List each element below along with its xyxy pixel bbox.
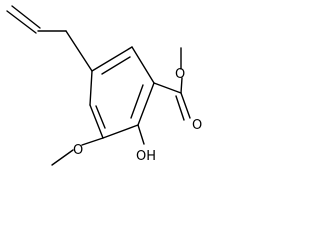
chemical-structure-diagram: O O OH O [6,5,202,166]
ester-oxygen-label: O [175,67,185,82]
carbonyl-oxygen-label: O [192,118,202,133]
ring-inner-bond-1 [101,56,131,75]
ring-bond-c6-c1 [89,70,93,106]
allyl-terminal-double-bond-a [11,5,41,29]
ester-oxygen-bond [180,77,183,94]
ring-bond-c3-c4 [137,82,155,126]
ring-bond-c5-c6 [89,104,104,139]
carbonyl-double-bond-a [180,92,191,119]
methoxy-oxygen-label: O [73,143,83,158]
hydroxyl-label: OH [136,149,156,164]
carbonyl-double-bond-b [175,95,185,121]
ring-bond-c1-c2 [91,46,133,72]
ester-carbon-bond [153,82,182,94]
ring-bond-c4-c5 [102,124,139,139]
ring-bond-c2-c3 [131,46,155,84]
allyl-terminal-double-bond-b [6,10,37,34]
ring-inner-bond-3 [95,105,106,129]
methoxy-methyl-bond [51,149,74,166]
allyl-ch2-bond [65,30,93,72]
ring-inner-bond-2 [130,84,144,119]
methoxy-oxygen-bond [81,137,104,146]
hydroxyl-bond [137,124,145,145]
